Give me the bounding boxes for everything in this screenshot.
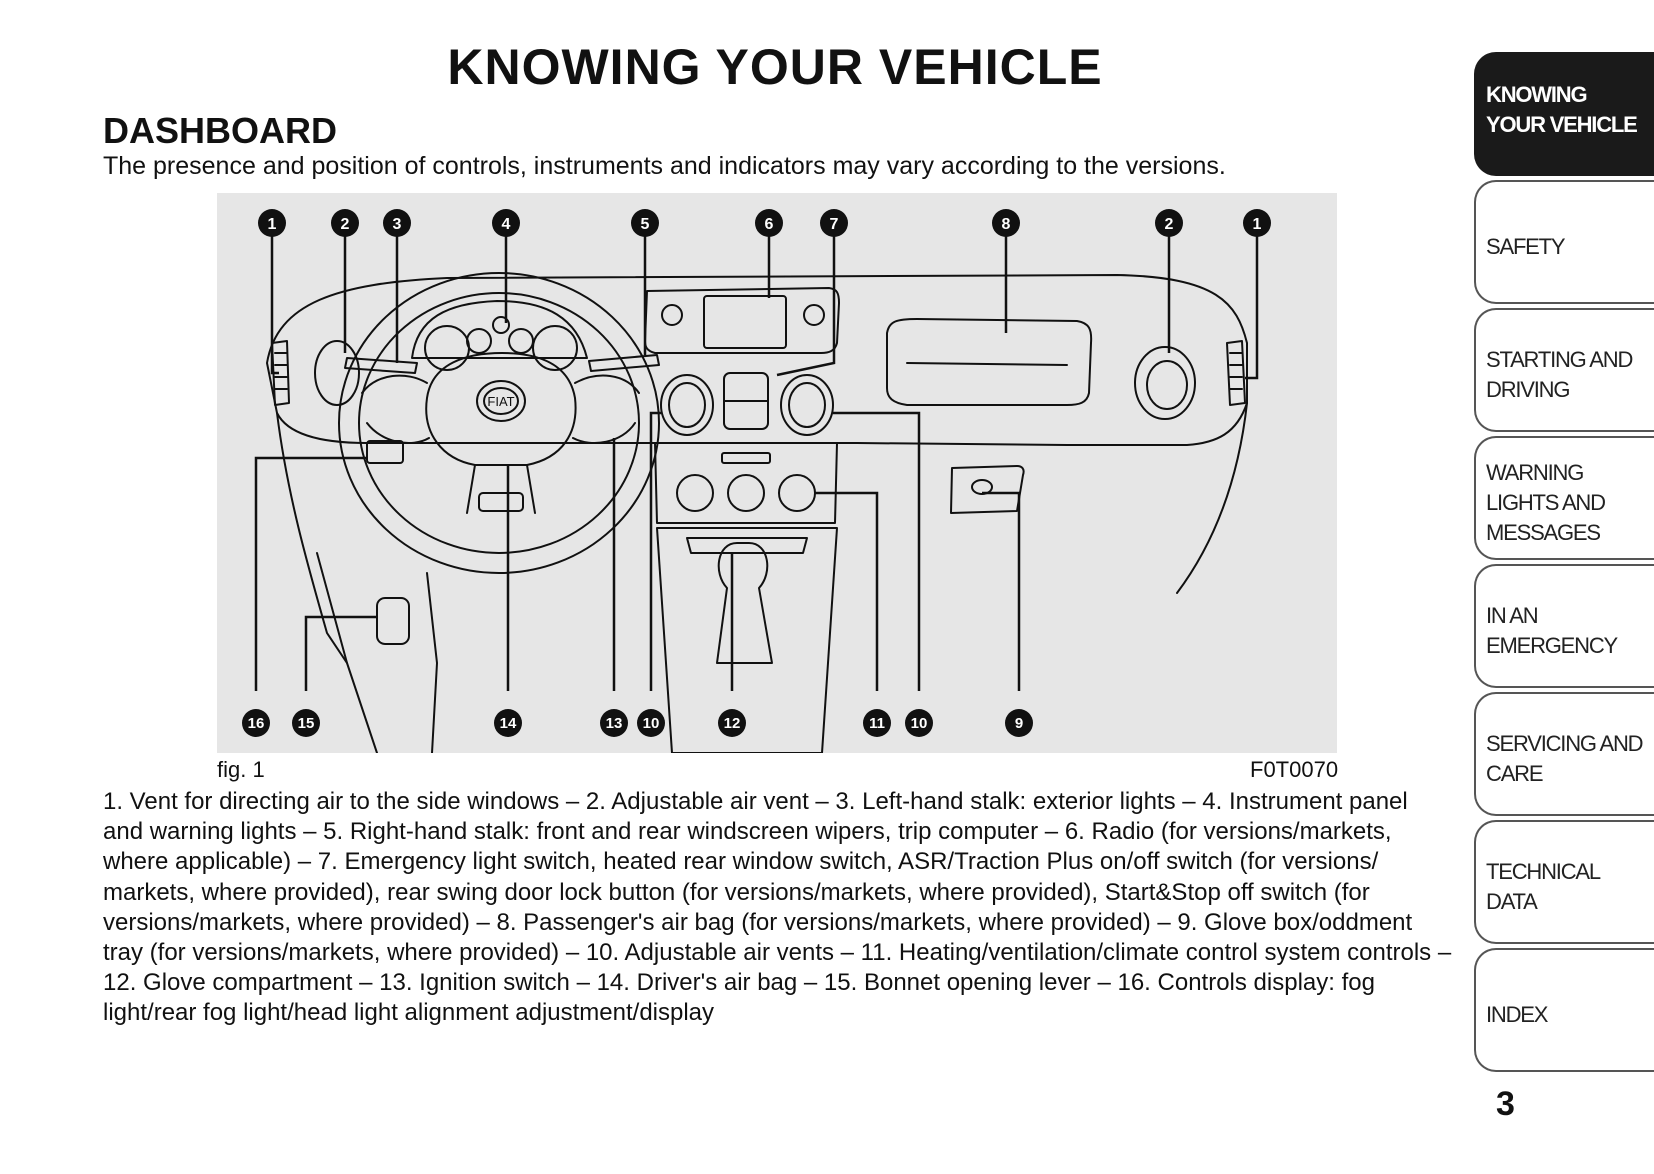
tab-label: SAFETY bbox=[1486, 234, 1566, 259]
svg-text:10: 10 bbox=[643, 715, 660, 732]
section-title: DASHBOARD bbox=[103, 110, 337, 151]
svg-text:11: 11 bbox=[869, 715, 885, 732]
tab-technical-data[interactable]: TECHNICAL DATA bbox=[1474, 820, 1654, 944]
tab-label: KNOWING YOUR VEHICLE bbox=[1486, 82, 1638, 137]
svg-text:1: 1 bbox=[1253, 216, 1262, 233]
radio-screen bbox=[703, 295, 787, 349]
steering-wheel bbox=[338, 272, 660, 574]
tab-label: INDEX bbox=[1486, 1002, 1548, 1027]
right-stalk bbox=[588, 354, 660, 372]
callout-1-right: 1 bbox=[1243, 209, 1271, 237]
svg-text:2: 2 bbox=[341, 216, 350, 233]
left-switch-panel bbox=[366, 440, 404, 464]
callout-5: 5 bbox=[631, 209, 659, 237]
tab-label: WARNING LIGHTS AND MESSAGES bbox=[1486, 460, 1606, 545]
callout-14: 14 bbox=[494, 709, 522, 737]
svg-text:12: 12 bbox=[724, 715, 741, 732]
fiat-logo: FIAT bbox=[487, 394, 514, 409]
right-side-vent bbox=[1226, 340, 1246, 406]
central-vent-left bbox=[660, 374, 714, 436]
left-side-vent bbox=[271, 340, 290, 406]
dashboard-illustration: FIAT 1 2 3 4 bbox=[242, 209, 1271, 753]
tab-safety[interactable]: SAFETY bbox=[1474, 180, 1654, 304]
tab-label: TECHNICAL DATA bbox=[1486, 859, 1600, 914]
callout-7: 7 bbox=[820, 209, 848, 237]
callout-8: 8 bbox=[992, 209, 1020, 237]
callout-9: 9 bbox=[1005, 709, 1033, 737]
callout-2-right: 2 bbox=[1155, 209, 1183, 237]
left-round-vent bbox=[314, 340, 360, 406]
figure-caption: fig. 1 bbox=[217, 757, 265, 782]
intro-text: The presence and position of controls, i… bbox=[103, 152, 1226, 180]
callout-11: 11 bbox=[863, 709, 891, 737]
svg-text:2: 2 bbox=[1165, 216, 1174, 233]
svg-text:15: 15 bbox=[298, 715, 315, 732]
passenger-airbag bbox=[886, 318, 1093, 406]
tab-label: STARTING AND DRIVING bbox=[1486, 347, 1633, 402]
svg-text:14: 14 bbox=[500, 715, 517, 732]
callout-4: 4 bbox=[492, 209, 520, 237]
callout-2-left: 2 bbox=[331, 209, 359, 237]
left-stalk bbox=[344, 357, 418, 374]
dashboard-outline bbox=[266, 274, 1248, 446]
bonnet-lever bbox=[376, 597, 410, 645]
tab-label: SERVICING AND CARE bbox=[1486, 731, 1644, 786]
callout-10-left: 10 bbox=[637, 709, 665, 737]
gear-console bbox=[656, 527, 838, 753]
gear-lever bbox=[716, 542, 773, 664]
tab-in-an-emergency[interactable]: IN AN EMERGENCY bbox=[1474, 564, 1654, 688]
page-title: KNOWING YOUR VEHICLE bbox=[447, 39, 1103, 95]
svg-text:5: 5 bbox=[641, 216, 650, 233]
svg-text:4: 4 bbox=[502, 216, 511, 233]
callout-6: 6 bbox=[755, 209, 783, 237]
svg-text:1: 1 bbox=[268, 216, 277, 233]
right-round-vent bbox=[1134, 346, 1196, 420]
figure-legend: 1. Vent for directing air to the side wi… bbox=[103, 788, 1452, 1027]
svg-text:16: 16 bbox=[248, 715, 265, 732]
svg-text:3: 3 bbox=[393, 216, 402, 233]
tab-servicing-and-care[interactable]: SERVICING AND CARE bbox=[1474, 692, 1654, 816]
svg-text:13: 13 bbox=[606, 715, 623, 732]
tab-starting-and-driving[interactable]: STARTING AND DRIVING bbox=[1474, 308, 1654, 432]
tab-index[interactable]: INDEX bbox=[1474, 948, 1654, 1072]
radio-surround bbox=[644, 287, 840, 354]
dashboard-figure: FIAT 1 2 3 4 bbox=[217, 193, 1337, 753]
glove-box-handle bbox=[950, 465, 1025, 514]
climate-knob-centre bbox=[727, 474, 765, 512]
steering-hub bbox=[425, 352, 577, 466]
central-vent-right bbox=[780, 374, 834, 436]
climate-knob-right bbox=[778, 474, 816, 512]
svg-text:7: 7 bbox=[830, 216, 839, 233]
callout-13: 13 bbox=[600, 709, 628, 737]
callout-1-left: 1 bbox=[258, 209, 286, 237]
svg-text:8: 8 bbox=[1002, 216, 1011, 233]
climate-knob-left bbox=[676, 474, 714, 512]
callout-15: 15 bbox=[292, 709, 320, 737]
page-number: 3 bbox=[1496, 1085, 1515, 1123]
callout-10-right: 10 bbox=[905, 709, 933, 737]
callout-3: 3 bbox=[383, 209, 411, 237]
callout-16: 16 bbox=[242, 709, 270, 737]
tab-label: IN AN EMERGENCY bbox=[1486, 603, 1618, 658]
svg-text:6: 6 bbox=[765, 216, 774, 233]
figure-code: F0T0070 bbox=[1250, 757, 1339, 782]
climate-panel bbox=[654, 442, 838, 524]
svg-text:10: 10 bbox=[911, 715, 928, 732]
tab-warning-lights-and-messages[interactable]: WARNING LIGHTS AND MESSAGES bbox=[1474, 436, 1654, 560]
tab-knowing-your-vehicle[interactable]: KNOWING YOUR VEHICLE bbox=[1474, 52, 1654, 176]
callout-12: 12 bbox=[718, 709, 746, 737]
instrument-cluster bbox=[411, 300, 588, 359]
svg-text:9: 9 bbox=[1015, 715, 1023, 732]
